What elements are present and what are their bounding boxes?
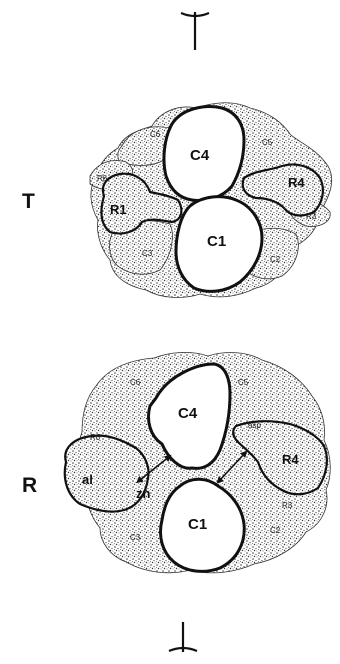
r-label-c3: C3 [130, 533, 141, 542]
r-label-c1: C1 [188, 516, 207, 533]
top-axis-symbol [181, 12, 209, 50]
bottom-axis-symbol [169, 622, 197, 652]
t-label-r1: R1 [110, 202, 127, 217]
t-label-c2: C2 [270, 255, 281, 264]
t-label-c5: C5 [262, 138, 273, 147]
r-label-zn: zn [136, 486, 151, 501]
r-label-c2: C2 [270, 526, 281, 535]
t-state-label: T [22, 190, 35, 213]
t-label-c3: C3 [142, 249, 153, 258]
r-state-structure: C4 C1 R4 al zn asp C6 C3 C2 C5 R6 R3 R [22, 352, 330, 573]
t-label-r6: R6 [97, 174, 108, 183]
r-label-r6: R6 [90, 433, 101, 442]
r-label-r4: R4 [282, 452, 299, 467]
r-label-al: al [82, 472, 93, 487]
r-label-c5: C5 [238, 378, 249, 387]
t-label-r4: R4 [288, 175, 305, 190]
t-label-c6: C6 [150, 130, 161, 139]
r-label-c6: C6 [130, 378, 141, 387]
r-label-asp: asp [248, 421, 261, 430]
t-label-c4: C4 [190, 147, 210, 164]
t-label-c1: C1 [207, 233, 226, 250]
t-state-structure: C4 C1 R1 R4 C6 C3 C2 C5 R6 R3 T [22, 103, 332, 298]
r-label-c4: C4 [178, 405, 198, 422]
t-label-r3: R3 [306, 212, 317, 221]
r-label-r3: R3 [282, 501, 293, 510]
r-state-label: R [22, 474, 37, 497]
